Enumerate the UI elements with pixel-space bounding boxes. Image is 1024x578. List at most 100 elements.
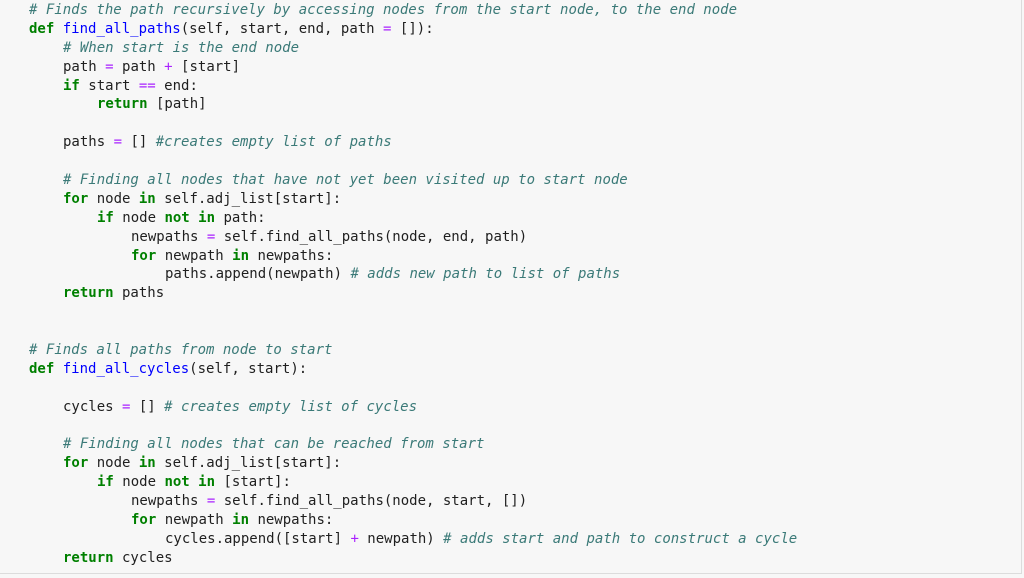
code-keyword: if: [63, 77, 80, 94]
code-line: for node in self.adj_list[start]:: [29, 190, 797, 209]
code-text: path: [113, 58, 165, 75]
code-text: self.adj_list[start]:: [155, 190, 342, 207]
code-text: newpath): [358, 530, 444, 547]
code-comment: #creates empty list of paths: [155, 134, 392, 151]
code-text: cycles: [113, 549, 173, 566]
code-line: [29, 152, 797, 171]
code-line: cycles.append([start] + newpath) # adds …: [29, 530, 797, 549]
code-comment: # Finding all nodes that have not yet be…: [63, 172, 628, 189]
code-keyword: for: [63, 190, 89, 207]
code-line: for node in self.adj_list[start]:: [29, 454, 797, 473]
code-line: [29, 417, 797, 436]
code-text: node: [88, 455, 139, 472]
code-text: [54, 361, 62, 377]
code-comment: # Finds the path recursively by accessin…: [29, 2, 738, 18]
code-keyword: if: [97, 474, 114, 491]
code-line: [29, 322, 797, 341]
code-text: newpath: [156, 247, 233, 264]
code-line: for newpath in newpaths:: [29, 511, 797, 530]
code-function-name: find_all_paths: [62, 20, 181, 37]
code-text: self.find_all_paths(node, start, []): [215, 493, 528, 510]
code-line: if node not in [start]:: [29, 473, 797, 492]
code-keyword: for: [131, 512, 157, 529]
code-text: []):: [391, 20, 434, 37]
code-text: cycles: [63, 398, 123, 415]
code-line: def find_all_cycles(self, start):: [29, 360, 797, 379]
code-text: [start]: [172, 58, 241, 75]
code-keyword: return: [63, 285, 114, 302]
code-keyword: def: [29, 20, 55, 37]
code-keyword: in: [232, 512, 250, 529]
code-keyword: in: [198, 474, 216, 491]
code-function-name: find_all_cycles: [62, 360, 190, 377]
code-text: end:: [155, 77, 198, 94]
code-keyword: not: [164, 209, 190, 226]
code-text: path:: [215, 209, 266, 226]
code-text: []: [122, 134, 156, 151]
code-comment: # adds start and path to construct a cyc…: [443, 530, 798, 547]
code-text: (self, start, end, path: [180, 20, 384, 37]
code-comment: # When start is the end node: [63, 39, 300, 56]
code-comment: # Finds all paths from node to start: [29, 342, 333, 359]
code-text: [190, 210, 198, 226]
code-text: newpaths: [131, 228, 207, 245]
code-text: newpaths:: [249, 512, 334, 529]
code-line: # Finding all nodes that have not yet be…: [29, 171, 797, 190]
code-text: node: [88, 190, 139, 207]
code-text: [path]: [147, 96, 207, 113]
code-line: # Finding all nodes that can be reached …: [29, 435, 797, 454]
code-text: self.adj_list[start]:: [155, 455, 342, 472]
code-text: paths: [113, 285, 165, 302]
code-line: newpaths = self.find_all_paths(node, end…: [29, 228, 797, 247]
code-text: node: [113, 474, 165, 491]
code-operator: =: [383, 20, 392, 37]
code-text: start: [79, 77, 139, 94]
code-text: [54, 21, 62, 37]
code-keyword: if: [97, 209, 114, 226]
code-text: []: [130, 398, 165, 415]
code-operator: =: [206, 228, 216, 245]
code-line: [29, 303, 797, 322]
code-text: node: [113, 209, 165, 226]
code-operator: +: [350, 530, 359, 547]
code-keyword: in: [198, 209, 216, 226]
code-keyword: for: [131, 247, 157, 264]
code-text: newpaths: [131, 493, 207, 510]
code-line: paths = [] #creates empty list of paths: [29, 133, 797, 152]
code-operator: ==: [138, 77, 156, 94]
code-line: # Finds the path recursively by accessin…: [29, 1, 797, 20]
code-keyword: not: [164, 474, 190, 491]
code-line: if node not in path:: [29, 209, 797, 228]
code-operator: =: [105, 58, 114, 75]
code-keyword: for: [63, 455, 89, 472]
code-keyword: in: [138, 190, 156, 207]
code-text: (self, start):: [189, 360, 308, 377]
code-text: [190, 474, 198, 490]
code-line: path = path + [start]: [29, 58, 797, 77]
code-line: [29, 379, 797, 398]
code-keyword: def: [29, 360, 55, 377]
code-editor[interactable]: # Finds the path recursively by accessin…: [29, 1, 797, 568]
code-keyword: return: [63, 549, 114, 566]
code-keyword: in: [138, 455, 156, 472]
code-line: [29, 114, 797, 133]
code-text: self.find_all_paths(node, end, path): [215, 228, 528, 245]
code-line: # Finds all paths from node to start: [29, 341, 797, 360]
code-line: paths.append(newpath) # adds new path to…: [29, 265, 797, 284]
code-line: return cycles: [29, 549, 797, 568]
code-operator: +: [164, 58, 173, 75]
code-comment: # creates empty list of cycles: [164, 398, 418, 415]
code-line: def find_all_paths(self, start, end, pat…: [29, 20, 797, 39]
code-operator: =: [122, 398, 131, 415]
code-keyword: in: [232, 247, 250, 264]
code-operator: =: [113, 134, 123, 151]
code-line: return [path]: [29, 95, 797, 114]
code-line: if start == end:: [29, 77, 797, 96]
code-line: for newpath in newpaths:: [29, 247, 797, 266]
code-text: [start]:: [215, 474, 291, 491]
code-text: cycles.append([start]: [165, 530, 351, 547]
code-keyword: return: [97, 96, 148, 113]
code-comment: # adds new path to list of paths: [350, 266, 621, 283]
code-line: return paths: [29, 284, 797, 303]
